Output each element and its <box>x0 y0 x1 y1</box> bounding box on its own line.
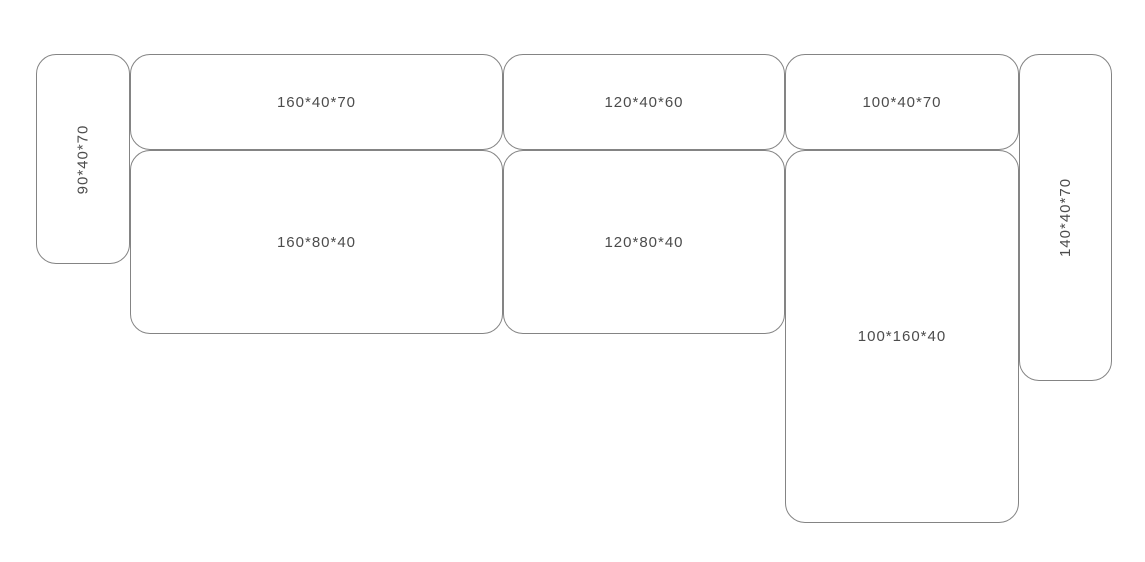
module-dimension-label: 160*80*40 <box>276 233 357 251</box>
sofa-module-backrest-middle: 120*40*60 <box>503 54 785 150</box>
sofa-module-backrest-left: 160*40*70 <box>130 54 503 150</box>
sofa-module-chaise: 100*160*40 <box>785 150 1019 523</box>
sofa-module-seat-left: 160*80*40 <box>130 150 503 334</box>
module-dimension-label: 120*40*60 <box>604 93 684 111</box>
module-dimension-label: 90*40*70 <box>74 124 92 194</box>
sofa-module-armrest-right: 140*40*70 <box>1019 54 1112 381</box>
module-dimension-label: 100*160*40 <box>857 328 947 345</box>
sofa-module-seat-middle: 120*80*40 <box>503 150 785 334</box>
module-dimension-label: 100*40*70 <box>862 93 942 111</box>
module-dimension-label: 160*40*70 <box>276 93 357 111</box>
sofa-module-armrest-left: 90*40*70 <box>36 54 130 264</box>
sofa-module-backrest-right: 100*40*70 <box>785 54 1019 150</box>
module-dimension-label: 120*80*40 <box>604 233 684 251</box>
module-dimension-label: 140*40*70 <box>1056 177 1074 258</box>
